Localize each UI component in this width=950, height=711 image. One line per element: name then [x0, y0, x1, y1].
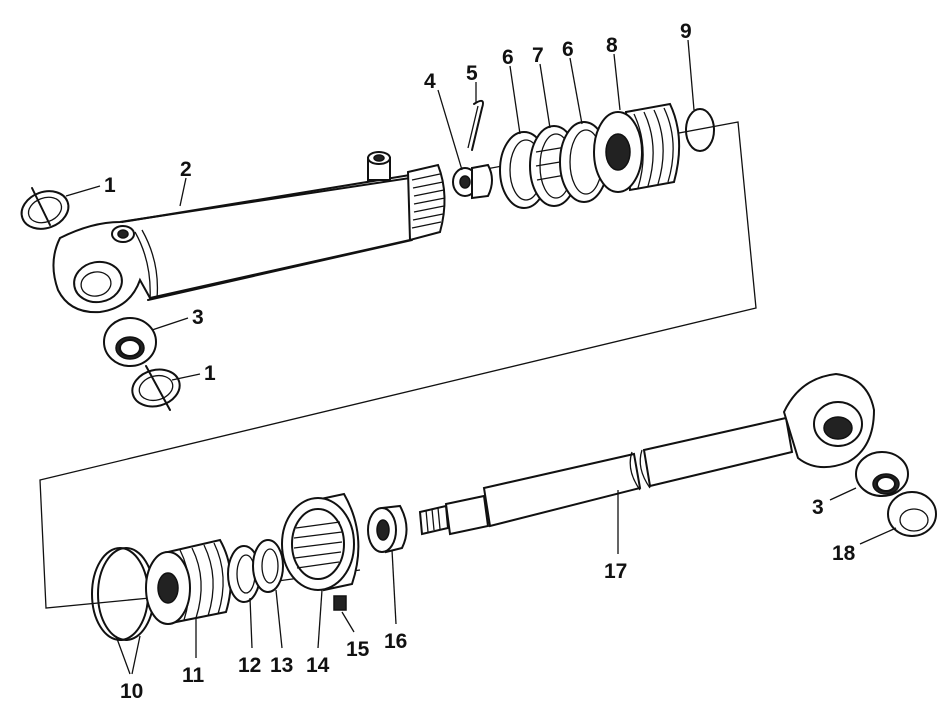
label-16: 16 — [384, 630, 407, 653]
label-8: 8 — [606, 34, 618, 57]
piston-nut — [452, 163, 493, 200]
label-18: 18 — [832, 542, 856, 565]
snap-ring-upper — [20, 187, 70, 230]
piston — [593, 102, 681, 193]
label-1-lower: 1 — [204, 362, 216, 385]
piston-rod — [418, 372, 876, 536]
cotter-pin — [467, 99, 484, 151]
label-15: 15 — [346, 638, 370, 661]
label-7: 7 — [532, 44, 544, 67]
label-11: 11 — [182, 664, 205, 687]
label-6-second: 6 — [562, 38, 574, 61]
label-3-upper: 3 — [192, 306, 204, 329]
bushing — [887, 491, 937, 537]
o-rings-pair — [91, 547, 155, 641]
cylinder-tube — [52, 151, 446, 314]
wiper — [367, 504, 408, 554]
label-2: 2 — [180, 158, 192, 181]
label-9: 9 — [680, 20, 692, 43]
label-10: 10 — [120, 680, 143, 703]
spherical-bearing-lower — [855, 451, 909, 497]
cylinder-head-nut — [281, 492, 360, 592]
backup-ring — [252, 539, 284, 593]
snap-ring-lower — [131, 365, 181, 411]
label-13: 13 — [270, 654, 293, 677]
label-4: 4 — [424, 70, 436, 93]
label-17: 17 — [604, 560, 627, 583]
label-5: 5 — [466, 62, 478, 85]
rod-seal-housing — [145, 538, 232, 625]
set-screw — [333, 595, 347, 611]
leader-lines — [65, 39, 897, 675]
label-3-lower: 3 — [812, 496, 824, 519]
spherical-bearing-upper — [103, 317, 157, 367]
o-ring — [685, 108, 715, 152]
label-6-first: 6 — [502, 46, 514, 69]
label-1-upper: 1 — [104, 174, 116, 197]
callout-labels: 1 2 3 1 4 5 6 7 6 8 9 10 11 12 13 14 15 … — [104, 20, 856, 703]
label-12: 12 — [238, 654, 261, 677]
label-14: 14 — [306, 654, 330, 677]
